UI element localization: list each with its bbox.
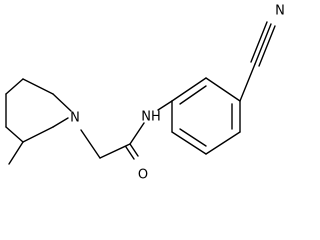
nitrile-triple-bond-b bbox=[250, 21, 268, 63]
acetamide-linker bbox=[80, 100, 173, 160]
carbonyl-oxygen-label: O bbox=[138, 168, 148, 183]
ring-bond-c6-n bbox=[52, 117, 69, 128]
nitrile-triple-bond-a bbox=[254, 23, 272, 65]
piperidine-nitrogen-label: N bbox=[70, 111, 80, 126]
bond-ch2-carbonyl bbox=[99, 143, 131, 159]
ring-bond-c5-c6 bbox=[22, 126, 54, 143]
ring-bond-c1-n bbox=[52, 93, 72, 112]
benzene-bond-4 bbox=[205, 131, 241, 155]
bond-aryl-nitrile-carbon bbox=[239, 63, 256, 102]
piperidine-ring bbox=[5, 78, 72, 143]
benzene-inner-bond-1 bbox=[179, 85, 207, 105]
carbonyl-double-bond-a bbox=[129, 143, 139, 157]
benzene-bond-2 bbox=[205, 77, 241, 102]
bond-n-ch2 bbox=[80, 129, 101, 159]
benzene-ring bbox=[171, 77, 241, 155]
nitrile-group bbox=[239, 21, 276, 102]
nitrile-triple-bond-c bbox=[258, 25, 276, 67]
benzene-inner-bond-3 bbox=[179, 128, 207, 147]
ring-bond-c4-c5 bbox=[5, 126, 24, 143]
amide-nitrogen-label: NH bbox=[141, 110, 161, 125]
nitrile-nitrogen-label: N bbox=[275, 4, 285, 19]
bond-carbonyl-nh bbox=[129, 122, 145, 145]
chemical-structure-diagram: N NH O N bbox=[5, 4, 285, 183]
ring-bond-c1-c2 bbox=[22, 78, 54, 95]
ring-bond-c2-c3 bbox=[5, 78, 24, 95]
bond-nh-aryl bbox=[157, 100, 173, 111]
benzene-bond-5 bbox=[171, 131, 207, 155]
methyl-bond bbox=[8, 141, 24, 165]
carbonyl-double-bond-b bbox=[125, 146, 135, 160]
benzene-bond-1 bbox=[171, 77, 207, 102]
